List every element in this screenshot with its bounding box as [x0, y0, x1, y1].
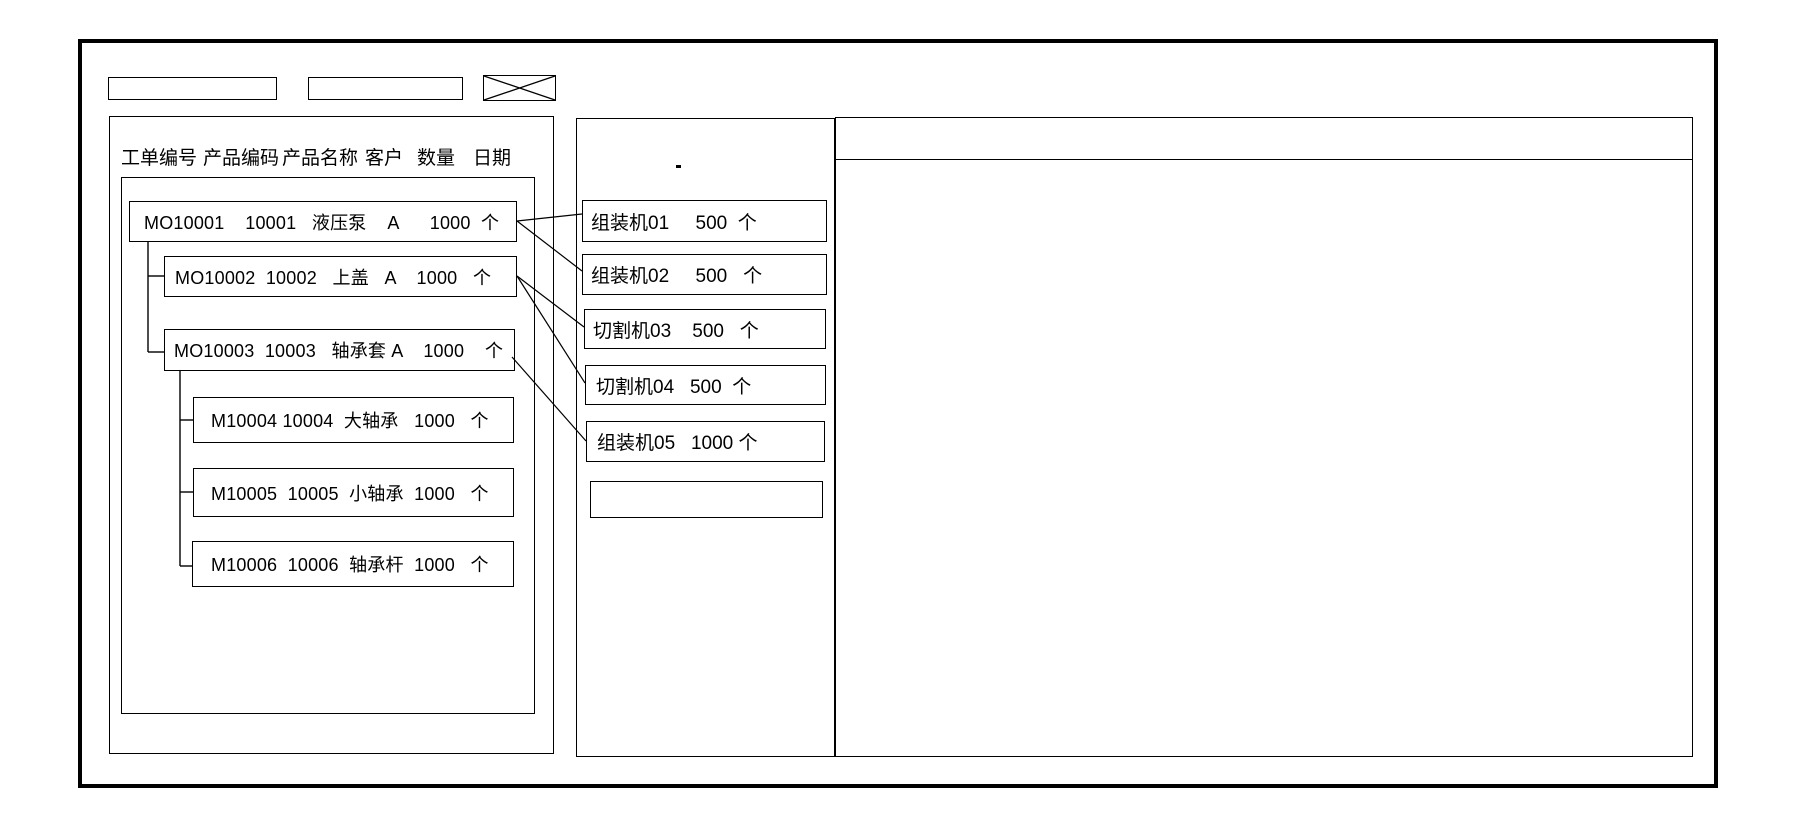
order-node-label: M10004 10004 大轴承 1000 个	[211, 411, 489, 431]
detail-panel	[835, 117, 1693, 757]
machine-item-02[interactable]: 组装机02 500 个	[582, 254, 827, 295]
toolbar-field-1[interactable]	[108, 77, 277, 100]
machine-label: 组装机02 500 个	[591, 266, 763, 287]
machine-label: 切割机04 500 个	[596, 376, 752, 398]
order-node-m10005[interactable]: M10005 10005 小轴承 1000 个	[193, 468, 514, 517]
column-header-product-code: 产品编码	[203, 148, 280, 169]
machine-item-empty[interactable]	[590, 481, 823, 518]
detail-panel-header-row	[836, 118, 1692, 160]
dot-mark	[676, 165, 681, 168]
machine-item-05[interactable]: 组装机05 1000 个	[586, 421, 825, 462]
column-header-date: 日期	[473, 148, 512, 169]
close-button[interactable]	[483, 75, 556, 101]
machine-label: 组装机05 1000 个	[597, 433, 758, 454]
column-header-order-no: 工单编号	[121, 148, 198, 169]
machine-label: 组装机01 500 个	[591, 212, 757, 234]
order-node-mo10002[interactable]: MO10002 10002 上盖 A 1000 个	[164, 256, 517, 297]
machine-item-04[interactable]: 切割机04 500 个	[585, 365, 826, 405]
toolbar-field-2[interactable]	[308, 77, 463, 100]
order-node-label: M10006 10006 轴承杆 1000 个	[211, 555, 489, 575]
column-header-product-name: 产品名称	[282, 148, 359, 169]
machine-item-01[interactable]: 组装机01 500 个	[582, 200, 827, 242]
column-header-customer: 客户	[365, 148, 404, 169]
order-node-mo10001[interactable]: MO10001 10001 液压泵 A 1000 个	[129, 201, 517, 242]
order-node-mo10003[interactable]: MO10003 10003 轴承套 A 1000 个	[164, 329, 515, 371]
order-node-label: MO10003 10003 轴承套 A 1000 个	[174, 341, 504, 361]
order-node-m10004[interactable]: M10004 10004 大轴承 1000 个	[193, 397, 514, 443]
order-node-label: MO10002 10002 上盖 A 1000 个	[175, 267, 492, 288]
window-frame	[78, 39, 1718, 788]
machine-item-03[interactable]: 切割机03 500 个	[584, 309, 826, 349]
order-node-label: MO10001 10001 液压泵 A 1000 个	[144, 212, 500, 233]
order-node-label: M10005 10005 小轴承 1000 个	[211, 483, 489, 504]
order-node-m10006[interactable]: M10006 10006 轴承杆 1000 个	[192, 541, 514, 587]
machine-label: 切割机03 500 个	[593, 320, 759, 342]
column-header-quantity: 数量	[417, 148, 456, 169]
